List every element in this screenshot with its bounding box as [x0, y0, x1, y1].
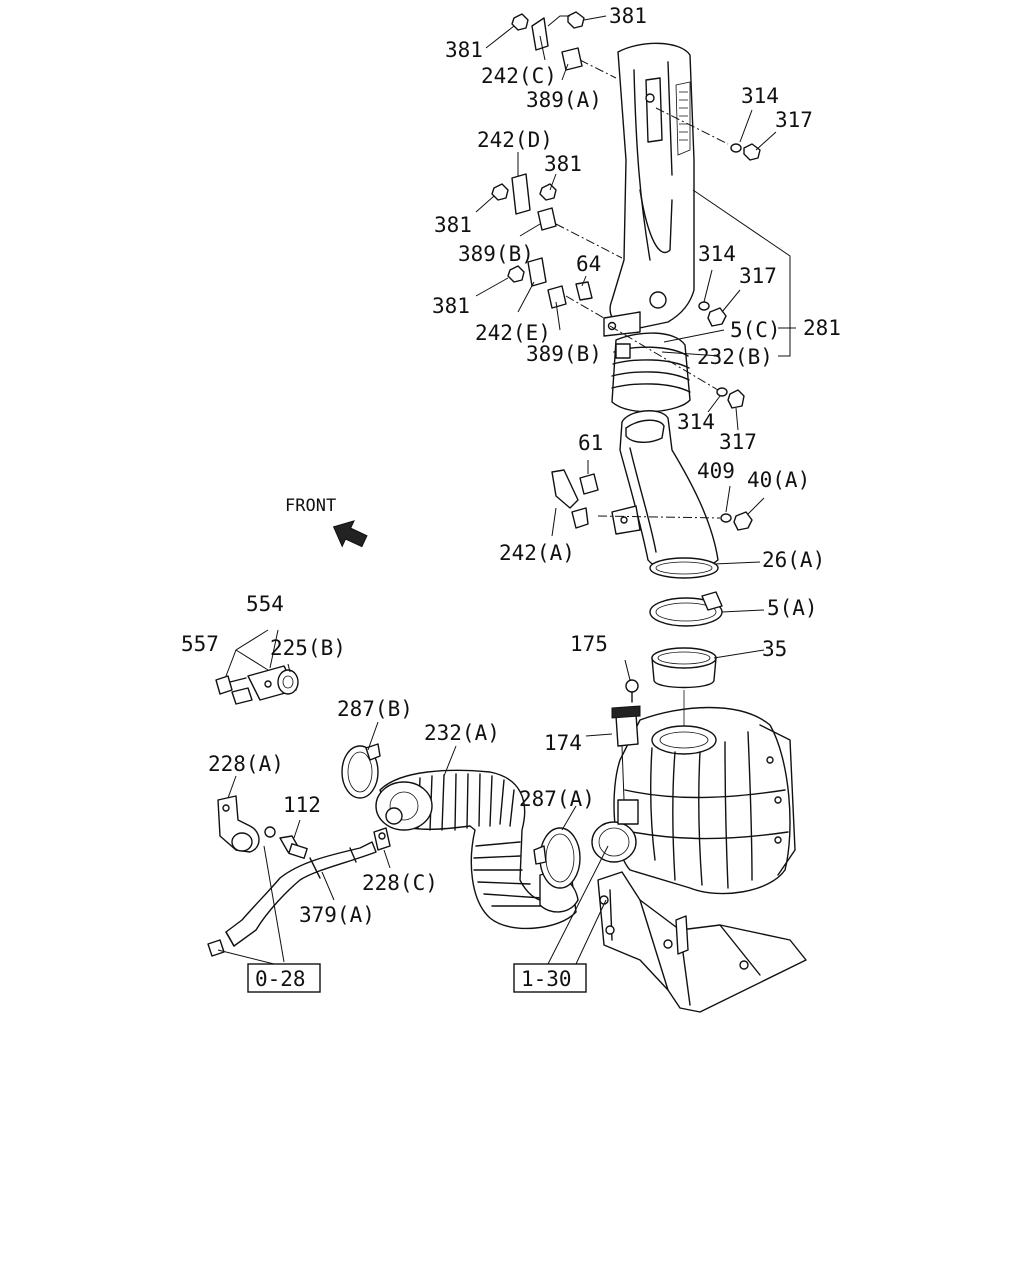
- bracket-228a-part: [217, 795, 276, 853]
- callout-242a: 242(A): [499, 541, 575, 565]
- callout-409: 409: [697, 459, 735, 483]
- screw-175-part: [625, 679, 639, 703]
- callout-317: 317: [775, 108, 813, 132]
- callout-40a: 40(A): [747, 468, 810, 492]
- callout-232a: 232(A): [424, 721, 500, 745]
- callout-242e: 242(E): [475, 321, 551, 345]
- callout-381: 381: [544, 152, 582, 176]
- callout-287b: 287(B): [337, 697, 413, 721]
- callout-381: 381: [434, 213, 472, 237]
- callout-381: 381: [432, 294, 470, 318]
- callout-35: 35: [762, 637, 787, 661]
- callout-242d: 242(D): [477, 128, 553, 152]
- callout-232b: 232(B): [697, 345, 773, 369]
- callout-557: 557: [181, 632, 219, 656]
- callout-389b: 389(B): [458, 242, 534, 266]
- callout-225b: 225(B): [270, 636, 346, 660]
- callout-389a: 389(A): [526, 88, 602, 112]
- callout-174: 174: [544, 731, 582, 755]
- bolt-557-part: [215, 675, 247, 695]
- callout-5a: 5(A): [767, 596, 818, 620]
- callout-61: 61: [578, 431, 603, 455]
- bellows-hose-232b-part: [611, 332, 691, 413]
- callout-317: 317: [739, 264, 777, 288]
- front-label: FRONT: [285, 496, 336, 516]
- callout-314: 314: [741, 84, 779, 108]
- front-arrow-icon: [332, 520, 368, 548]
- leader-lines: [217, 15, 796, 965]
- callout-379a: 379(A): [299, 903, 375, 927]
- callout-287a: 287(A): [519, 787, 595, 811]
- callout-112: 112: [283, 793, 321, 817]
- clamp-287a-part: [533, 827, 581, 889]
- bolt-0-28-part: [207, 939, 225, 957]
- callout-175: 175: [570, 632, 608, 656]
- reference-box-0-28[interactable]: 0-28: [247, 963, 321, 993]
- callout-64: 64: [576, 252, 601, 276]
- bolt-112-part: [279, 835, 308, 859]
- upper-intake-duct-part: [603, 42, 695, 337]
- callout-281: 281: [803, 316, 841, 340]
- breather-hose-379a-part: [225, 841, 377, 947]
- clamp-287b-part: [341, 743, 381, 799]
- valve-225b-part: [231, 665, 299, 705]
- callout-314: 314: [698, 242, 736, 266]
- reference-0-28-label: 0-28: [255, 967, 306, 991]
- callout-26a: 26(A): [762, 548, 825, 572]
- callout-381: 381: [609, 4, 647, 28]
- reference-1-30-label: 1-30: [521, 967, 572, 991]
- sensor-174-part: [611, 705, 641, 747]
- ring-adapter-35-part: [651, 647, 717, 689]
- bent-duct-26a-part: [611, 410, 719, 579]
- callout-242c: 242(C): [481, 64, 557, 88]
- callout-554: 554: [246, 592, 284, 616]
- reference-box-1-30[interactable]: 1-30: [513, 963, 587, 993]
- callout-314: 314: [677, 410, 715, 434]
- callout-228a: 228(A): [208, 752, 284, 776]
- mounting-bracket-part: [597, 871, 807, 1013]
- hose-clamp-5a-part: [649, 591, 723, 627]
- callout-228c: 228(C): [362, 871, 438, 895]
- air-cleaner-housing-part: [591, 706, 796, 895]
- clip-228c-part: [373, 827, 391, 851]
- callout-389b: 389(B): [526, 342, 602, 366]
- callout-317: 317: [719, 430, 757, 454]
- callout-5c: 5(C): [730, 318, 781, 342]
- callout-381: 381: [445, 38, 483, 62]
